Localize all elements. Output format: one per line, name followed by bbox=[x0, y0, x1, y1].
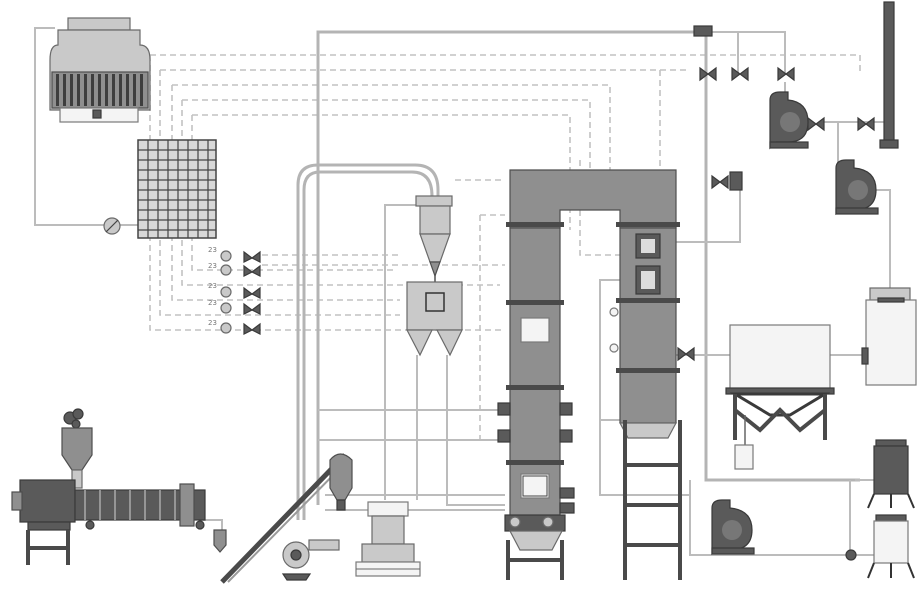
instrument-gauge-icon[interactable] bbox=[220, 250, 232, 334]
instrument-tag: 23 bbox=[208, 246, 217, 254]
scrubber-tank[interactable] bbox=[861, 287, 917, 386]
cooling-tower[interactable] bbox=[49, 17, 151, 123]
instrument-tag: 23 bbox=[208, 262, 217, 270]
main-reactor-column[interactable] bbox=[497, 169, 680, 580]
screw-feeder[interactable] bbox=[74, 483, 227, 553]
bag-filter[interactable] bbox=[406, 281, 463, 357]
circulation-pump-icon[interactable] bbox=[103, 217, 121, 235]
instrument-tag: 23 bbox=[208, 319, 217, 327]
blower-fan[interactable] bbox=[281, 539, 340, 581]
header-junction bbox=[693, 25, 713, 37]
valve-icon[interactable] bbox=[243, 250, 261, 335]
rotary-mixer[interactable] bbox=[355, 501, 421, 577]
process-pipes bbox=[34, 27, 891, 556]
control-valve-actuator[interactable] bbox=[729, 171, 743, 191]
instrument-valve-row: 23 23 23 23 23 bbox=[208, 246, 261, 335]
exhaust-fan[interactable] bbox=[835, 159, 879, 216]
induced-draft-fan[interactable] bbox=[769, 91, 809, 150]
valve-icon[interactable] bbox=[677, 66, 875, 362]
feed-hopper[interactable] bbox=[61, 408, 93, 489]
recirculation-fan[interactable] bbox=[711, 499, 755, 556]
instrument-tag: 23 bbox=[208, 282, 217, 290]
cyclone-separator[interactable] bbox=[415, 195, 453, 282]
junction-valve-icon[interactable] bbox=[845, 549, 857, 561]
feed-hopper-secondary[interactable] bbox=[329, 453, 353, 511]
drive-motor[interactable] bbox=[11, 479, 76, 565]
storage-bin[interactable] bbox=[725, 324, 835, 470]
instrument-tag: 23 bbox=[208, 299, 217, 307]
chimney[interactable] bbox=[879, 1, 899, 149]
gas-tank-upper[interactable] bbox=[867, 439, 915, 509]
heat-exchanger-grid[interactable] bbox=[137, 139, 217, 239]
gas-tank-lower[interactable] bbox=[867, 514, 915, 579]
secondary-column-support bbox=[623, 420, 682, 580]
secondary-column-panel[interactable] bbox=[609, 233, 677, 439]
